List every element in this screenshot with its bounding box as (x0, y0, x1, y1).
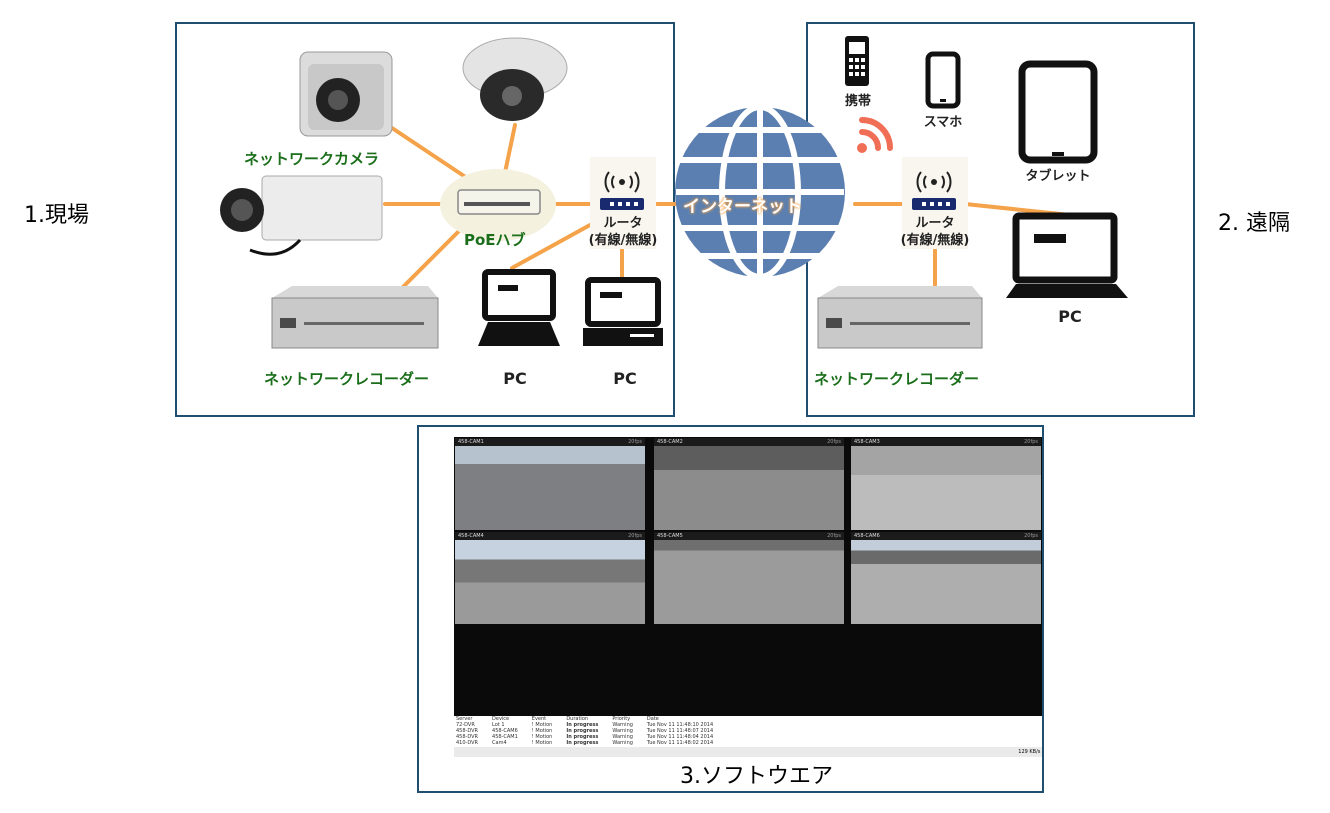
camera-tile-tag: 20fps (827, 533, 841, 539)
site-router-type-label: (有線/無線) (588, 233, 658, 248)
event-log-header: Server Device Event Duration Priority Da… (456, 716, 727, 722)
log-cell: 72-DVR (456, 722, 475, 728)
camera-tile-name: 458-CAM4 (458, 533, 484, 539)
box-camera-icon (299, 51, 393, 137)
camera-tile[interactable]: 458-CAM4 20fps (455, 532, 645, 624)
camera-tile-name: 458-CAM5 (657, 533, 683, 539)
log-header-priority: Priority (612, 716, 631, 722)
log-cell: 410-DVR (456, 740, 479, 746)
log-cell: 458-CAM1 (492, 734, 518, 740)
log-cell: 458-DVR (456, 734, 479, 740)
log-cell: ! Motion (531, 728, 553, 734)
remote-recorder-label: ネットワークレコーダー (814, 370, 980, 388)
remote-laptop-icon (1006, 212, 1128, 298)
log-header-server: Server (456, 716, 473, 722)
tablet-label: タブレット (1025, 169, 1091, 184)
remote-router-type-label: (有線/無線) (900, 233, 970, 248)
network-camera-label: ネットワークカメラ (244, 150, 380, 168)
camera-tile-tag: 20fps (628, 533, 642, 539)
log-header-date: Date (646, 716, 659, 722)
camera-tile[interactable]: 458-CAM6 20fps (851, 532, 1041, 624)
camera-tile-name: 458-CAM1 (458, 439, 484, 445)
remote-recorder-icon (817, 286, 983, 349)
site-desktop-icon (583, 277, 663, 346)
site-recorder-icon (271, 286, 439, 349)
site-laptop-icon (478, 269, 560, 346)
log-cell: In progress (566, 734, 599, 740)
camera-tile-tag: 20fps (1024, 533, 1038, 539)
remote-router-icon (902, 157, 968, 249)
log-header-event: Event (531, 716, 547, 722)
wifi-signal-icon (857, 117, 893, 153)
feature-phone-icon (845, 36, 869, 86)
remote-router-label: ルータ (915, 216, 955, 231)
log-cell: In progress (566, 722, 599, 728)
site-recorder-label: ネットワークレコーダー (264, 370, 430, 388)
camera-tile[interactable]: 458-CAM3 20fps (851, 438, 1041, 530)
site-router-label: ルータ (603, 216, 643, 231)
camera-tile[interactable]: 458-CAM2 20fps (654, 438, 844, 530)
camera-tile[interactable]: 458-CAM1 20fps (455, 438, 645, 530)
poe-hub-icon (440, 169, 556, 241)
dome-camera-icon (462, 37, 568, 121)
log-cell: Warning (612, 722, 633, 728)
vms-status-bar: 129 KB/s (454, 747, 1042, 757)
log-cell: Warning (612, 740, 633, 746)
remote-label: 2. 遠隔 (1218, 211, 1290, 236)
camera-tile-caption: 458-CAM4 20fps (455, 532, 645, 540)
log-cell: Tue Nov 11 11:48:07 2014 (646, 728, 714, 734)
table-row[interactable]: 458-DVR 458-CAM1 ! Motion In progress Wa… (456, 734, 727, 740)
camera-tile-name: 458-CAM2 (657, 439, 683, 445)
log-cell: ! Motion (531, 722, 553, 728)
site-router-icon (590, 157, 656, 249)
log-cell: 458-DVR (456, 728, 479, 734)
camera-tile-caption: 458-CAM5 20fps (654, 532, 844, 540)
camera-tile-caption: 458-CAM1 20fps (455, 438, 645, 446)
camera-tile-tag: 20fps (1024, 439, 1038, 445)
camera-tile-caption: 458-CAM3 20fps (851, 438, 1041, 446)
camera-tile-name: 458-CAM3 (854, 439, 880, 445)
table-row[interactable]: 410-DVR Cam4 ! Motion In progress Warnin… (456, 740, 727, 746)
camera-tile-caption: 458-CAM6 20fps (851, 532, 1041, 540)
internet-label: インターネット (683, 197, 802, 217)
log-cell: Tue Nov 11 11:48:04 2014 (646, 734, 714, 740)
poe-hub-label: PoEハブ (464, 231, 526, 249)
log-cell: Lot 1 (492, 722, 505, 728)
log-cell: In progress (566, 740, 599, 746)
remote-pc-label: PC (1058, 307, 1082, 326)
site-pc-desktop-label: PC (613, 369, 637, 388)
camera-tile-tag: 20fps (827, 439, 841, 445)
globe-icon (675, 104, 845, 280)
site-pc-laptop-label: PC (503, 369, 527, 388)
feature-phone-label: 携帯 (844, 94, 871, 109)
camera-tile-name: 458-CAM6 (854, 533, 880, 539)
camera-tile-caption: 458-CAM2 20fps (654, 438, 844, 446)
log-cell: ! Motion (531, 734, 553, 740)
remote-panel (806, 22, 1195, 417)
smartphone-icon (925, 51, 961, 109)
table-row[interactable]: 72-DVR Lot 1 ! Motion In progress Warnin… (456, 722, 727, 728)
bandwidth-status: 129 KB/s (1018, 749, 1041, 755)
log-cell: 458-CAM6 (492, 728, 518, 734)
log-cell: Tue Nov 11 11:48:02 2014 (646, 740, 714, 746)
log-header-device: Device (492, 716, 510, 722)
site-label: 1.現場 (24, 203, 89, 228)
tablet-icon (1018, 60, 1098, 164)
log-cell: Warning (612, 734, 633, 740)
log-cell: ! Motion (531, 740, 553, 746)
camera-tile[interactable]: 458-CAM5 20fps (654, 532, 844, 624)
smartphone-label: スマホ (923, 115, 963, 130)
log-header-duration: Duration (566, 716, 589, 722)
log-cell: Tue Nov 11 11:48:10 2014 (646, 722, 714, 728)
log-cell: Cam4 (492, 740, 507, 746)
log-cell: Warning (612, 728, 633, 734)
table-row[interactable]: 458-DVR 458-CAM6 ! Motion In progress Wa… (456, 728, 727, 734)
camera-tile-tag: 20fps (628, 439, 642, 445)
log-cell: In progress (566, 728, 599, 734)
software-label: 3.ソフトウエア (680, 764, 833, 789)
event-log-table: Server Device Event Duration Priority Da… (456, 716, 727, 746)
bullet-camera-icon (220, 175, 383, 256)
